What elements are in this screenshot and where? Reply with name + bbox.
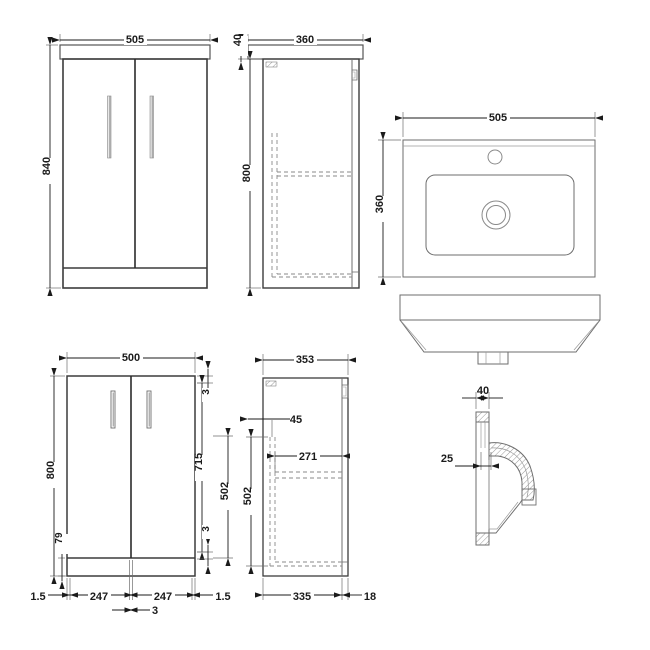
door-handle-right-icon: [146, 390, 152, 429]
dimension-labels: 505 840 40 360 800 505 360 500 800 79 3 …: [28, 32, 510, 617]
dim-800-unit-side: 800: [241, 164, 253, 182]
waste-spigot-icon: [477, 351, 509, 365]
dim-271-shelf-depth: 271: [299, 451, 317, 463]
door-handle-left-icon: [107, 95, 112, 159]
dim-502-internal-front: 502: [219, 482, 231, 500]
door-handle-right-icon: [149, 95, 154, 159]
dim-45-shelf-setback: 45: [290, 414, 302, 426]
dim-800-cabinet-height: 800: [45, 461, 57, 479]
dim-3-bottom-gap: 3: [201, 526, 212, 532]
dim-353-side-depth: 353: [296, 354, 314, 366]
dim-505-unit-front: 505: [126, 34, 144, 46]
view-basin-top-plan: [378, 112, 603, 285]
dim-500-cabinet-width: 500: [122, 352, 140, 364]
dim-3-top-gap: 3: [201, 389, 212, 395]
waste-outlet-icon: [481, 200, 511, 230]
door-handle-left-icon: [110, 390, 116, 429]
dim-1p5-left: 1.5: [30, 591, 45, 603]
view-unit-side-elevation: [238, 34, 371, 296]
dim-247-right-door: 247: [154, 591, 172, 603]
dim-715-door-height: 715: [193, 453, 205, 471]
dim-247-left-door: 247: [90, 591, 108, 603]
view-basin-front-elevation: [399, 294, 601, 365]
dim-18-door-thickness: 18: [364, 591, 376, 603]
tap-hole-icon: [487, 149, 503, 165]
dim-505-basin-plan: 505: [489, 112, 507, 124]
dim-3-centre-gap: 3: [152, 605, 158, 617]
dim-360-basin-plan: 360: [374, 195, 386, 213]
dim-360-unit-side: 360: [296, 34, 314, 46]
dim-79-plinth: 79: [54, 532, 65, 544]
dim-502-internal-side: 502: [242, 487, 254, 505]
view-cabinet-side-section: [240, 354, 362, 600]
view-basin-side-section-detail: [455, 392, 537, 546]
dim-1p5-right: 1.5: [215, 591, 230, 603]
view-unit-front-elevation: [46, 34, 218, 296]
dim-25-bowl-lip: 25: [441, 453, 453, 465]
dim-335-carcass-depth: 335: [293, 591, 311, 603]
dim-840-unit-front: 840: [41, 157, 53, 175]
dim-40-basin-rim: 40: [232, 34, 244, 46]
dim-40-rim-width: 40: [477, 385, 489, 397]
